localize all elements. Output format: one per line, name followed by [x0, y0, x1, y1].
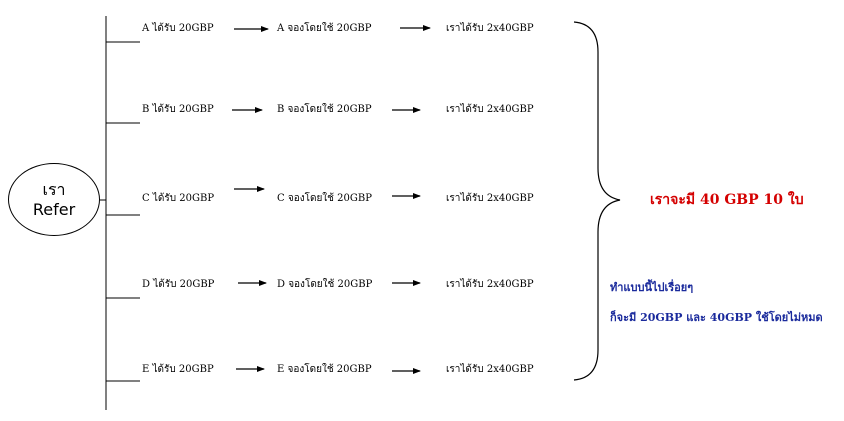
row-c-book: C จองโดยใช้ 20GBP	[277, 193, 372, 204]
row-b-we-get: เราได้รับ 2x40GBP	[446, 104, 534, 115]
row-b-book: B จองโดยใช้ 20GBP	[277, 104, 372, 115]
summary-text: เราจะมี 40 GBP 10 ใบ	[650, 192, 804, 208]
note-line2: ก็จะมี 20GBP และ 40GBP ใช้โดยไม่หมด	[610, 311, 823, 324]
curly-brace	[573, 21, 621, 381]
row-c-we-get: เราได้รับ 2x40GBP	[446, 193, 534, 204]
row-d-book: D จองโดยใช้ 20GBP	[277, 279, 373, 290]
row-a-receive: A ได้รับ 20GBP	[142, 23, 214, 34]
row-b-receive: B ได้รับ 20GBP	[142, 104, 214, 115]
row-c-receive: C ได้รับ 20GBP	[142, 193, 215, 204]
row-e-we-get: เราได้รับ 2x40GBP	[446, 364, 534, 375]
refer-oval: เรา Refer	[8, 163, 100, 236]
oval-line1: เรา	[42, 179, 66, 199]
row-d-receive: D ได้รับ 20GBP	[142, 279, 215, 290]
row-d-we-get: เราได้รับ 2x40GBP	[446, 279, 534, 290]
oval-line2: Refer	[32, 199, 76, 219]
row-a-we-get: เราได้รับ 2x40GBP	[446, 23, 534, 34]
note-line1: ทำแบบนี้ไปเรื่อยๆ	[610, 281, 694, 294]
row-a-book: A จองโดยใช้ 20GBP	[277, 23, 372, 34]
row-e-book: E จองโดยใช้ 20GBP	[277, 364, 372, 375]
row-e-receive: E ได้รับ 20GBP	[142, 364, 214, 375]
